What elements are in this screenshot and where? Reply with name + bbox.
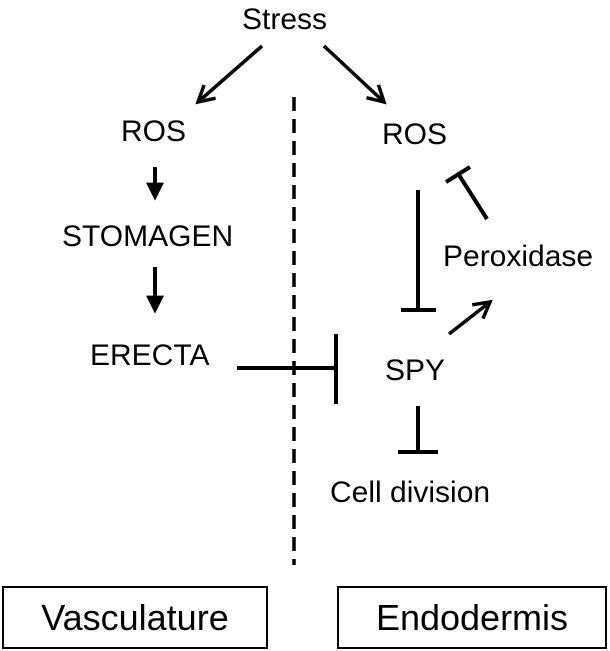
node-spy: SPY [385, 354, 446, 387]
spy-inhibits-cell-division [398, 406, 438, 454]
node-stomagen: STOMAGEN [62, 220, 234, 253]
erecta-inhibits-spy [237, 334, 338, 404]
stress-to-ros-left-arrow [198, 44, 264, 102]
node-ros-right: ROS [382, 118, 448, 151]
node-stress: Stress [242, 3, 328, 36]
node-erecta: ERECTA [90, 339, 210, 372]
region-label-endodermis-box: Endodermis [337, 586, 607, 649]
peroxidase-inhibits-ros [444, 165, 489, 221]
ros-inhibits-spy [401, 190, 436, 312]
region-label-vasculature: Vasculature [41, 596, 229, 638]
node-cell-division: Cell division [330, 476, 491, 509]
region-label-endodermis: Endodermis [375, 596, 569, 638]
region-label-vasculature-box: Vasculature [2, 586, 268, 649]
spy-to-peroxidase-arrow [447, 302, 490, 336]
node-peroxidase: Peroxidase [443, 240, 594, 273]
stress-to-ros-right-arrow [322, 44, 384, 102]
node-ros-left: ROS [121, 115, 187, 148]
